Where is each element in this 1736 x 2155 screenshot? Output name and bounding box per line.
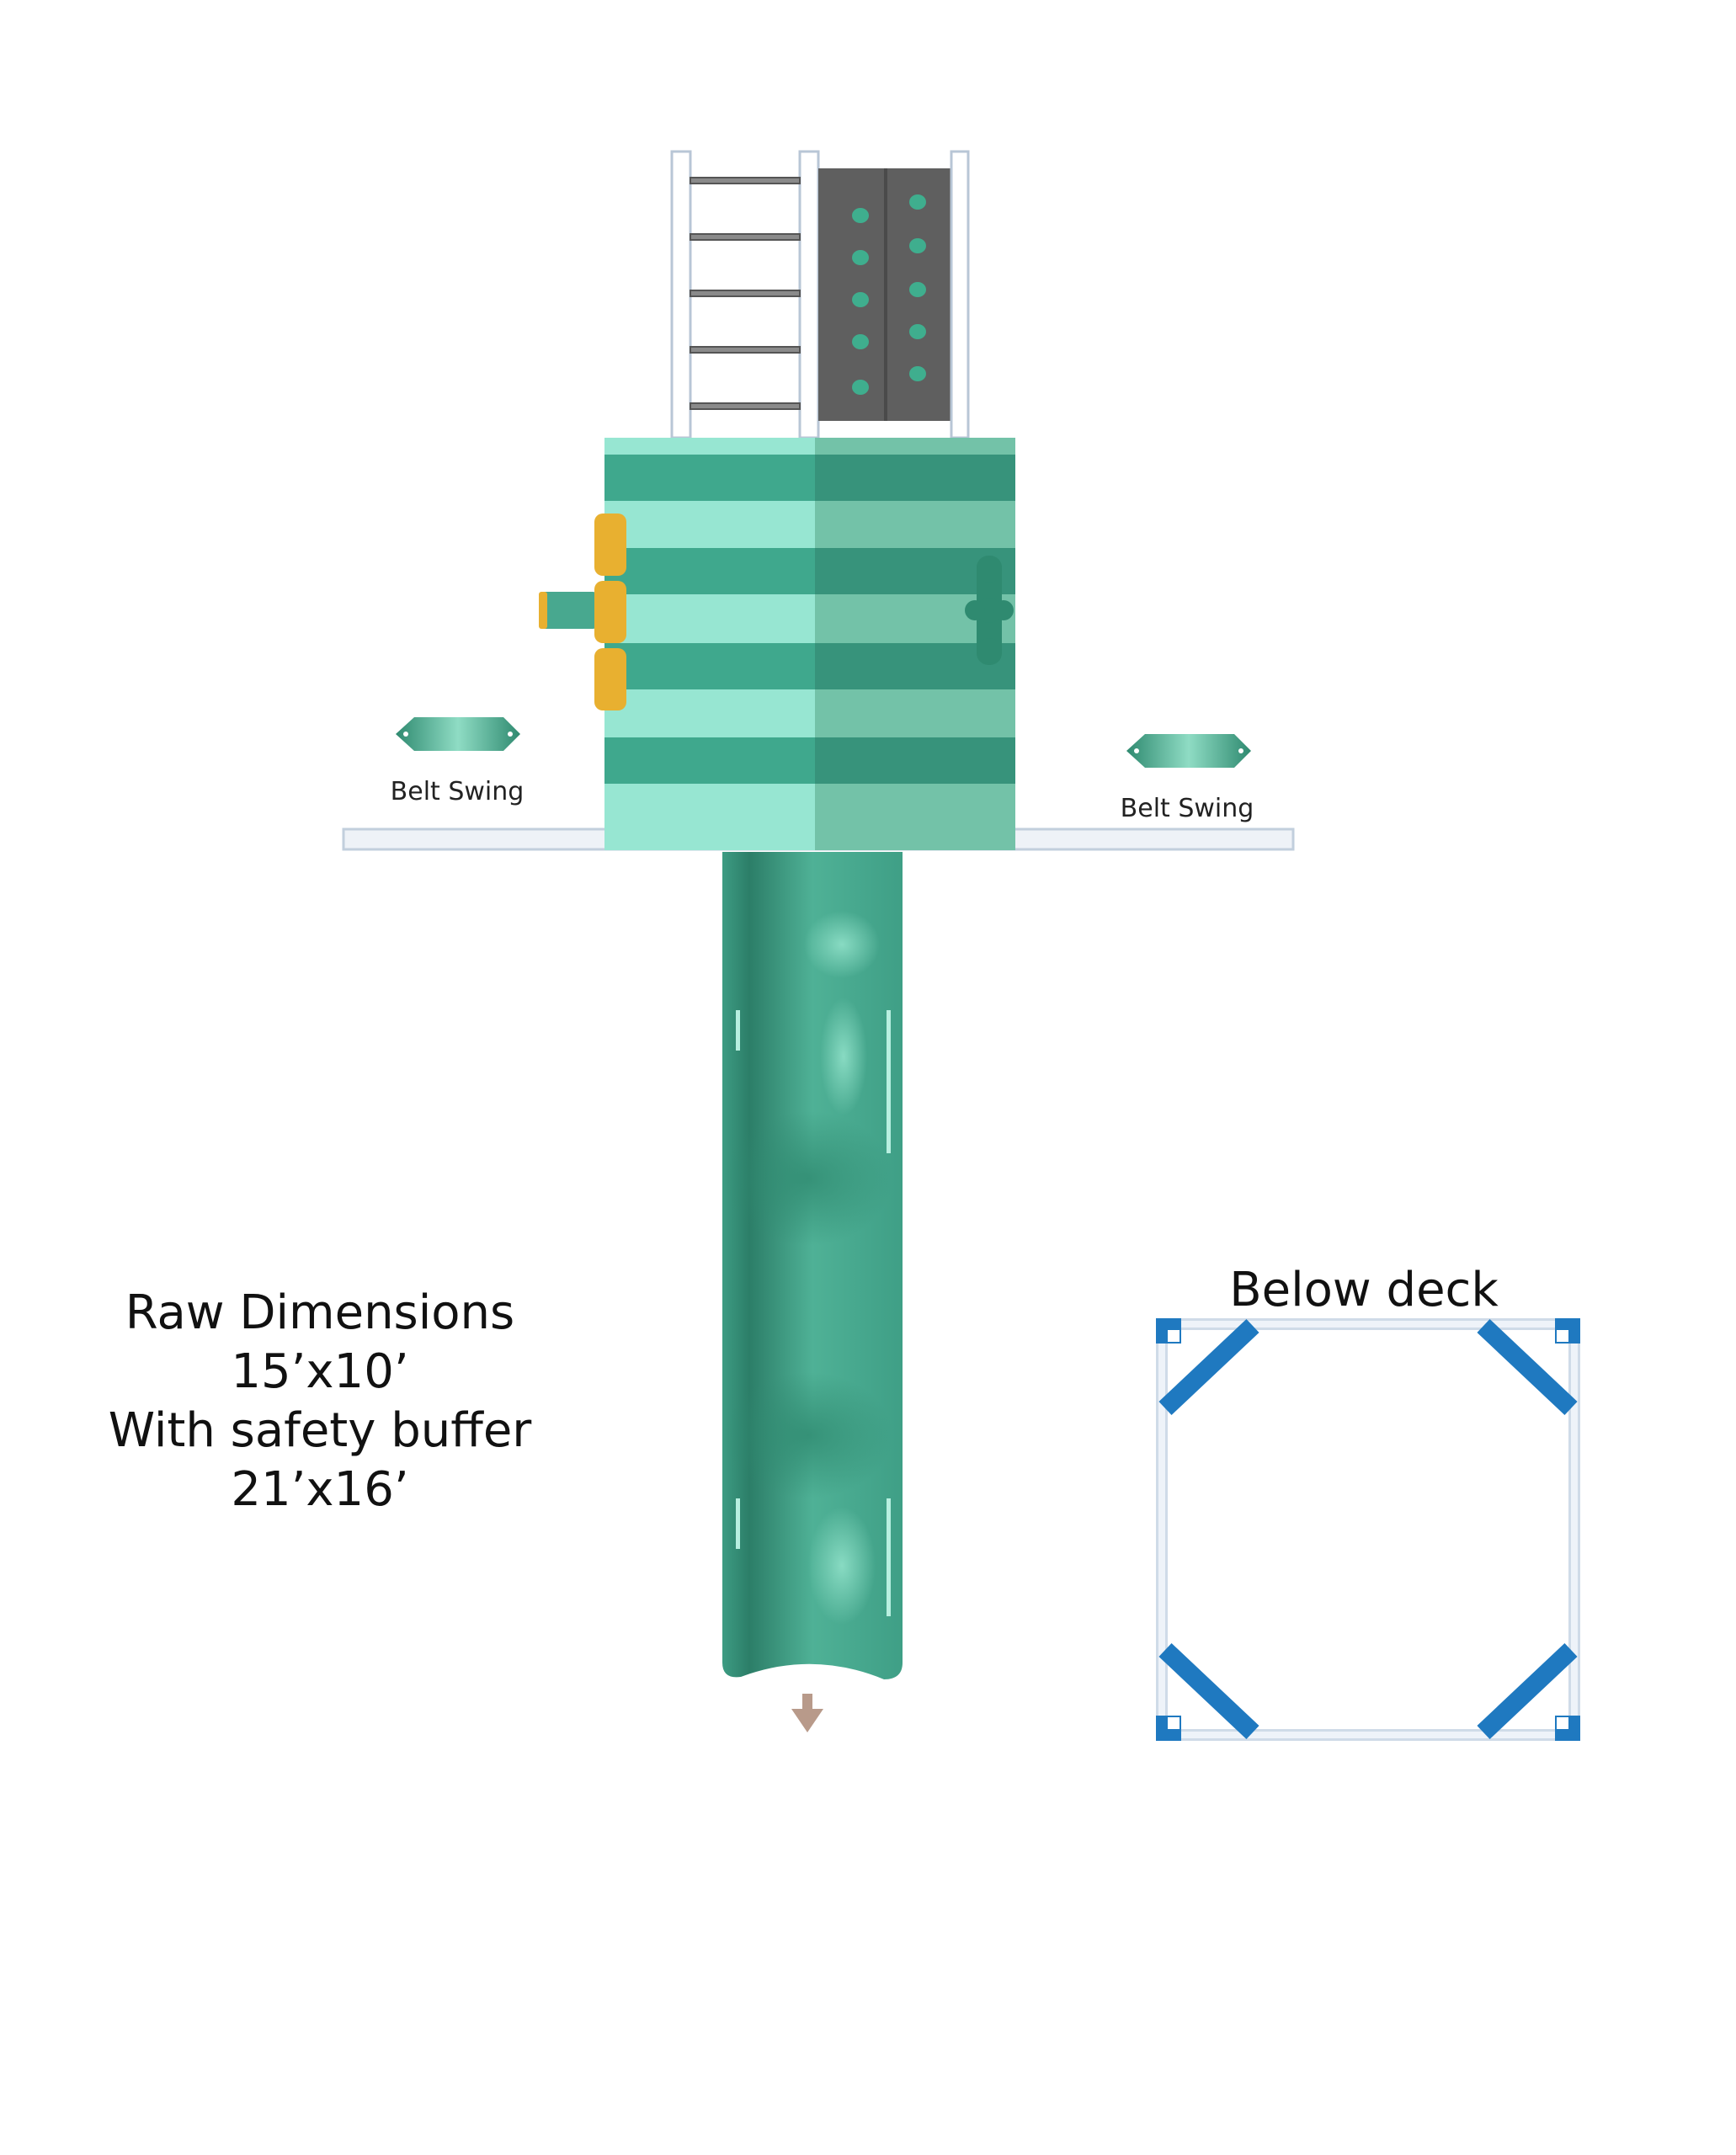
ladder-rungs <box>690 177 801 410</box>
ladder <box>670 150 820 439</box>
rock-wall <box>818 150 970 439</box>
slide <box>722 852 903 1679</box>
belt-swing-left-label: Belt Swing <box>391 777 525 806</box>
dimensions-block: Raw Dimensions 15’x10’ With safety buffe… <box>51 1284 589 1519</box>
dimensions-raw-value: 15’x10’ <box>231 1344 409 1399</box>
tower <box>604 438 1015 850</box>
dimensions-buffer-label: With safety buffer <box>108 1403 532 1458</box>
corner-braces <box>1158 1318 1578 1740</box>
below-deck-frame <box>1156 1318 1580 1741</box>
dimensions-raw-label: Raw Dimensions <box>125 1285 515 1340</box>
telescope-icon <box>539 592 598 629</box>
handle-bars <box>594 513 626 710</box>
arrow-down-icon <box>791 1694 823 1732</box>
rock-holds <box>852 194 926 395</box>
steering-wheel-icon <box>965 556 1014 665</box>
dimensions-buffer-value: 21’x16’ <box>231 1462 409 1517</box>
below-deck-title: Below deck <box>1229 1263 1499 1317</box>
belt-swing-right: Belt Swing <box>1121 734 1254 823</box>
belt-swing-right-label: Belt Swing <box>1121 794 1254 823</box>
belt-swing-left: Belt Swing <box>391 717 525 806</box>
